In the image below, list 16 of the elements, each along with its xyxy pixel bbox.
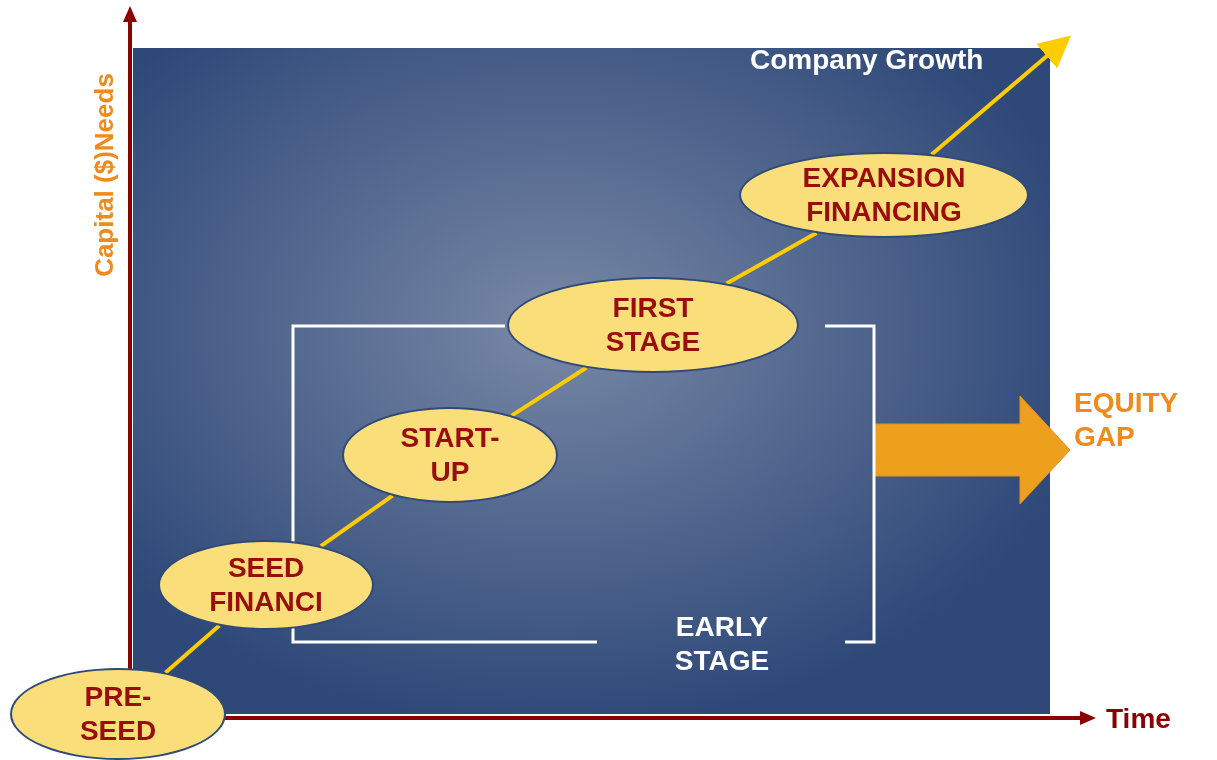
bracket-label: EARLY STAGE bbox=[673, 610, 771, 678]
axis-label: Time bbox=[1106, 703, 1171, 735]
growth-line bbox=[510, 366, 588, 418]
block-arrow bbox=[874, 395, 1071, 505]
axis-label: Capital ($)Needs bbox=[88, 73, 120, 277]
growth-line bbox=[725, 231, 818, 286]
growth-line bbox=[319, 493, 394, 548]
stage-label: PRE- SEED bbox=[78, 680, 158, 748]
growth-line bbox=[164, 624, 221, 675]
growth-arrow bbox=[930, 35, 1072, 156]
stage-label: SEED FINANCI bbox=[208, 551, 324, 619]
gap-text: EQUITY GAP bbox=[1074, 386, 1179, 454]
chart-title: Company Growth bbox=[750, 44, 984, 76]
stage-label: EXPANSION FINANCING bbox=[801, 161, 967, 229]
stage-label: START- UP bbox=[399, 421, 501, 489]
stage-label: FIRST STAGE bbox=[604, 291, 702, 359]
